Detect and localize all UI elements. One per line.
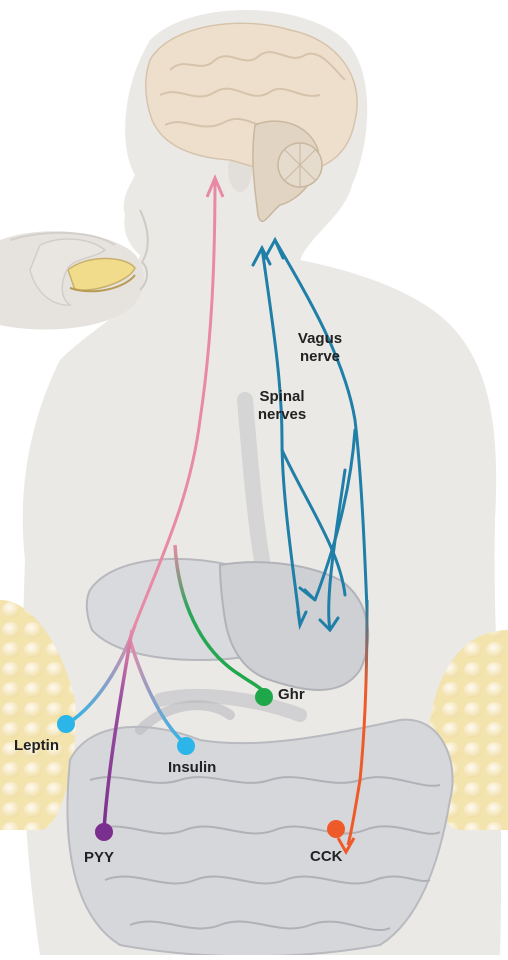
insulin-label: Insulin [168, 759, 216, 777]
spinal-label-line2: nerves [248, 406, 316, 424]
ghr-label: Ghr [278, 686, 305, 704]
cck-node [327, 820, 345, 838]
cck-label: CCK [310, 848, 343, 866]
ghr-node [255, 688, 273, 706]
spinal-label-line1: Spinal [248, 388, 316, 406]
leptin-node [57, 715, 75, 733]
insulin-node [177, 737, 195, 755]
vagus-label-line1: Vagus [290, 330, 350, 348]
vagus-label-line2: nerve [290, 348, 350, 366]
spinal-nerves-label: Spinal nerves [248, 388, 316, 424]
intestines [67, 705, 452, 955]
vagus-nerve-label: Vagus nerve [290, 330, 350, 366]
leptin-label: Leptin [14, 737, 59, 755]
pyy-node [95, 823, 113, 841]
pyy-label: PYY [84, 849, 114, 867]
